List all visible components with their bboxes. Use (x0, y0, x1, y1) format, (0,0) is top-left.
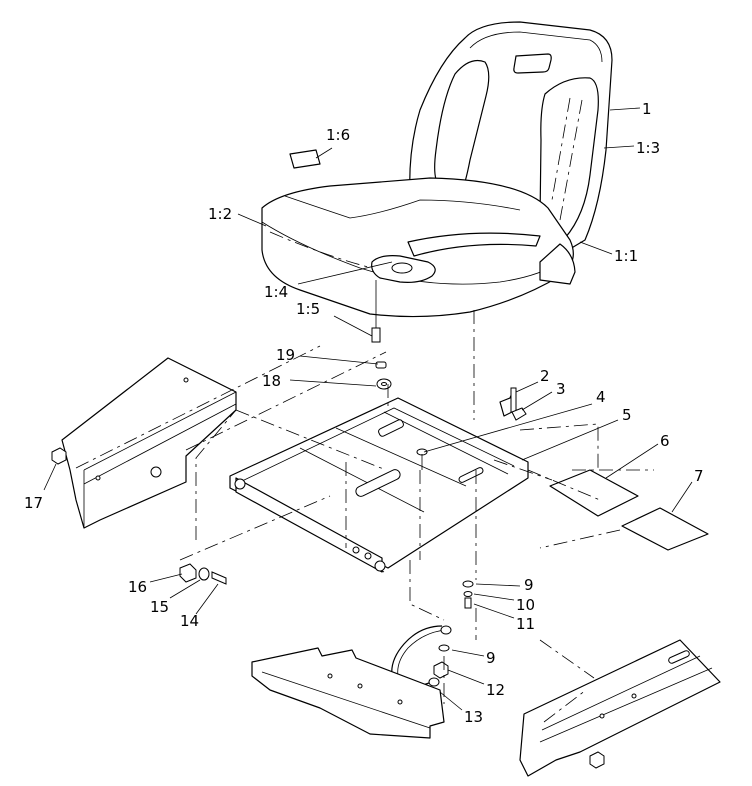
pad-7 (621, 507, 709, 551)
callout-11: 11 (516, 615, 535, 633)
seat-assembly (261, 21, 613, 318)
nut-12 (433, 661, 449, 679)
callout-17: 17 (24, 494, 43, 512)
washer-15 (198, 567, 210, 581)
seat-switch-2 (499, 387, 517, 417)
center-lines (75, 310, 654, 723)
callout-1-3: 1:3 (636, 139, 660, 157)
callout-1-5: 1:5 (296, 300, 320, 318)
callout-5: 5 (622, 406, 632, 424)
callout-9-lower: 9 (486, 649, 496, 667)
callout-18: 18 (262, 372, 281, 390)
callout-12: 12 (486, 681, 505, 699)
seat-switch-decal (289, 149, 321, 169)
callout-2: 2 (540, 367, 550, 385)
pad-6 (549, 469, 639, 517)
backrest-handle-slot (513, 53, 552, 74)
backrest-right-bolster (539, 77, 599, 245)
callout-1-2: 1:2 (208, 205, 232, 223)
bolt-11 (464, 597, 472, 609)
seat-base (539, 243, 576, 285)
right-mount-bracket (519, 639, 721, 777)
callout-14: 14 (180, 612, 199, 630)
callout-16: 16 (128, 578, 147, 596)
seat-slide-plate (229, 397, 529, 573)
washer-9-lower (438, 644, 450, 652)
nut-16 (179, 563, 197, 583)
callout-7: 7 (694, 467, 704, 485)
seat-bolt (371, 280, 381, 343)
callout-9-upper: 9 (524, 576, 534, 594)
callout-1-1: 1:1 (614, 247, 638, 265)
callout-4: 4 (596, 388, 606, 406)
washer-18 (376, 378, 392, 390)
lockwasher-10 (463, 591, 473, 597)
wire-harness (391, 625, 452, 688)
seat-belt-strap (407, 232, 541, 257)
callout-10: 10 (516, 596, 535, 614)
callout-labels: 1 1:3 1:6 1:2 1:1 1:4 1:5 19 18 2 3 4 5 … (24, 100, 704, 726)
callout-15: 15 (150, 598, 169, 616)
bolt-4 (416, 448, 428, 470)
callout-13: 13 (464, 708, 483, 726)
screw-3 (511, 407, 527, 421)
callout-3: 3 (556, 380, 566, 398)
callout-1-4: 1:4 (264, 283, 288, 301)
callout-1: 1 (642, 100, 652, 118)
bolt-19 (375, 361, 387, 369)
base-plate (251, 647, 445, 739)
left-mount-bracket (61, 357, 237, 529)
bolt-14 (211, 571, 227, 585)
nut-17 (51, 447, 67, 465)
callout-6: 6 (660, 432, 670, 450)
leader-lines (43, 107, 693, 711)
callout-1-6: 1:6 (326, 126, 350, 144)
washer-9-upper (462, 580, 474, 588)
callout-19: 19 (276, 346, 295, 364)
